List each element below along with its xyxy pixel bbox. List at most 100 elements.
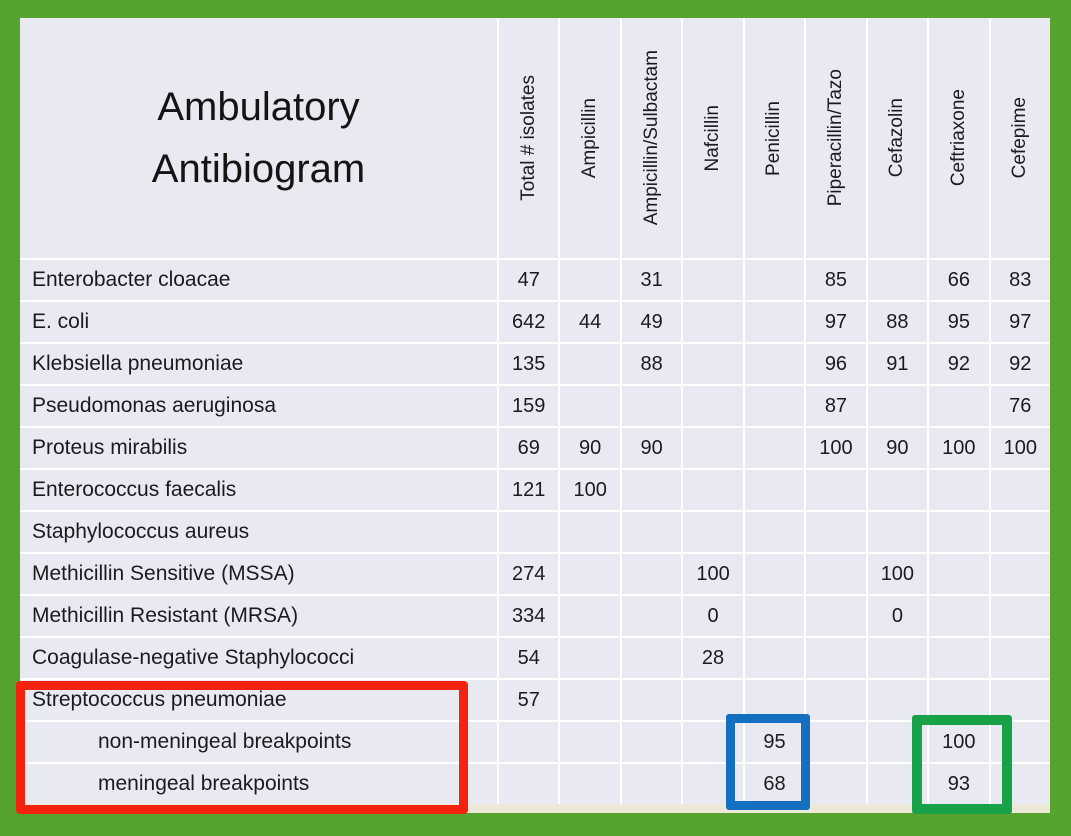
row-label: Methicillin Resistant (MRSA) bbox=[20, 596, 497, 636]
table-cell bbox=[744, 470, 805, 510]
table-cell bbox=[744, 302, 805, 342]
table-cell bbox=[744, 554, 805, 594]
row-label: Pseudomonas aeruginosa bbox=[20, 386, 497, 426]
table-cell bbox=[560, 344, 620, 384]
table-cell bbox=[499, 764, 559, 804]
table-cell: 28 bbox=[683, 638, 743, 678]
table-cell: 100 bbox=[806, 428, 866, 468]
table-cell: 91 bbox=[867, 344, 928, 384]
table-cell bbox=[683, 344, 743, 384]
column-header: Cefazolin bbox=[867, 18, 928, 258]
table-cell: 57 bbox=[499, 680, 559, 720]
column-header: Penicillin bbox=[744, 18, 805, 258]
table-cell: 100 bbox=[929, 428, 989, 468]
table-cell bbox=[744, 596, 805, 636]
table-cell bbox=[806, 512, 866, 552]
table-cell: 95 bbox=[929, 302, 989, 342]
column-header-label: Total # isolates bbox=[517, 75, 539, 201]
table-cell bbox=[560, 680, 620, 720]
table-cell bbox=[929, 680, 989, 720]
table-cell: 92 bbox=[929, 344, 989, 384]
table-cell: 69 bbox=[499, 428, 559, 468]
table-cell: 88 bbox=[621, 344, 682, 384]
column-header-label: Cefepime bbox=[1009, 97, 1031, 179]
table-cell bbox=[867, 386, 928, 426]
table-cell: 76 bbox=[990, 386, 1050, 426]
table-cell bbox=[929, 470, 989, 510]
table-cell bbox=[683, 386, 743, 426]
row-label: Enterobacter cloacae bbox=[20, 260, 497, 300]
table-cell bbox=[867, 470, 928, 510]
table-cell bbox=[867, 512, 928, 552]
table-cell bbox=[560, 512, 620, 552]
table-cell bbox=[990, 512, 1050, 552]
row-label: Coagulase-negative Staphylococci bbox=[20, 638, 497, 678]
table-cell bbox=[990, 554, 1050, 594]
table-cell bbox=[806, 638, 866, 678]
table-cell: 97 bbox=[806, 302, 866, 342]
table-cell: 49 bbox=[621, 302, 682, 342]
table-cell bbox=[621, 554, 682, 594]
table-cell bbox=[929, 554, 989, 594]
table-cell bbox=[560, 554, 620, 594]
table-cell bbox=[806, 722, 866, 762]
table-cell bbox=[621, 638, 682, 678]
row-label: Enterococcus faecalis bbox=[20, 470, 497, 510]
table-cell bbox=[560, 386, 620, 426]
table-cell bbox=[683, 470, 743, 510]
table-cell bbox=[683, 302, 743, 342]
table-cell: 68 bbox=[744, 764, 805, 804]
table-cell bbox=[499, 722, 559, 762]
column-header-label: Ampicillin/Sulbactam bbox=[640, 50, 662, 226]
table-cell: 85 bbox=[806, 260, 866, 300]
table-cell: 54 bbox=[499, 638, 559, 678]
table-cell: 90 bbox=[560, 428, 620, 468]
table-cell: 93 bbox=[929, 764, 989, 804]
table-cell bbox=[560, 260, 620, 300]
table-cell: 44 bbox=[560, 302, 620, 342]
row-label: non-meningeal breakpoints bbox=[20, 722, 497, 762]
column-header: Ampicillin/Sulbactam bbox=[621, 18, 682, 258]
table-cell bbox=[621, 386, 682, 426]
table-cell bbox=[683, 512, 743, 552]
table-cell: 90 bbox=[867, 428, 928, 468]
table-cell: 90 bbox=[621, 428, 682, 468]
table-cell: 100 bbox=[560, 470, 620, 510]
table-cell bbox=[560, 764, 620, 804]
table-cell bbox=[990, 596, 1050, 636]
table-cell: 66 bbox=[929, 260, 989, 300]
column-header: Ceftriaxone bbox=[929, 18, 989, 258]
table-cell bbox=[683, 260, 743, 300]
column-header: Ampicillin bbox=[560, 18, 620, 258]
table-cell bbox=[560, 722, 620, 762]
table-cell: 100 bbox=[929, 722, 989, 762]
table-cell bbox=[867, 638, 928, 678]
row-label: Klebsiella pneumoniae bbox=[20, 344, 497, 384]
table-cell bbox=[621, 596, 682, 636]
table-cell: 83 bbox=[990, 260, 1050, 300]
table-cell: 0 bbox=[683, 596, 743, 636]
column-header-label: Cefazolin bbox=[886, 98, 908, 178]
table-cell bbox=[744, 638, 805, 678]
table-cell: 135 bbox=[499, 344, 559, 384]
table-title-cell: Ambulatory Antibiogram bbox=[20, 18, 497, 258]
column-header-label: Piperacillin/Tazo bbox=[824, 69, 846, 207]
table-cell: 87 bbox=[806, 386, 866, 426]
table-cell bbox=[560, 638, 620, 678]
table-cell bbox=[806, 554, 866, 594]
table-cell bbox=[867, 680, 928, 720]
row-label: E. coli bbox=[20, 302, 497, 342]
table-cell: 121 bbox=[499, 470, 559, 510]
table-cell bbox=[744, 680, 805, 720]
table-cell bbox=[499, 512, 559, 552]
antibiogram-table: Ambulatory Antibiogram Total # isolates A… bbox=[20, 18, 1050, 804]
table-cell bbox=[621, 722, 682, 762]
table-cell bbox=[806, 470, 866, 510]
table-cell bbox=[929, 596, 989, 636]
column-header: Piperacillin/Tazo bbox=[806, 18, 866, 258]
table-title: Ambulatory Antibiogram bbox=[151, 85, 366, 191]
table-cell bbox=[744, 512, 805, 552]
table-cell: 97 bbox=[990, 302, 1050, 342]
table-cell bbox=[683, 428, 743, 468]
row-label: Proteus mirabilis bbox=[20, 428, 497, 468]
